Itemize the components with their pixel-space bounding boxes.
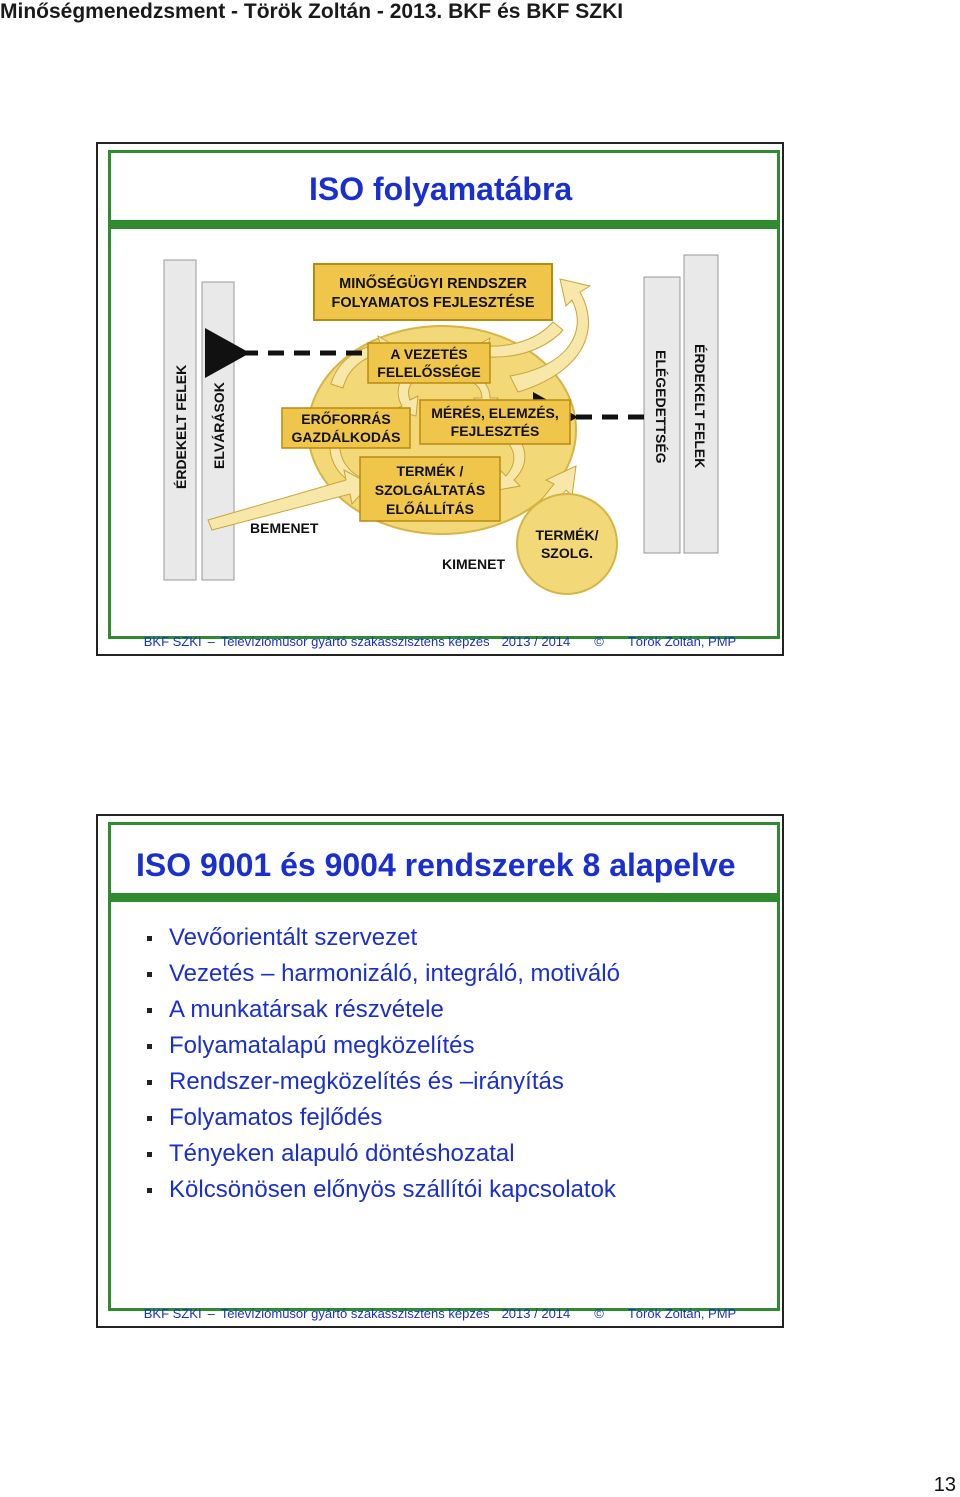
right-inner-label: ELÉGEDETTSÉG bbox=[653, 350, 669, 464]
page-number: 13 bbox=[933, 1474, 956, 1496]
output-product-circle bbox=[516, 493, 618, 595]
slide-frame: ISO 9001 és 9004 rendszerek 8 alapelve V… bbox=[108, 822, 780, 1311]
principle-item: Rendszer-megközelítés és –irányítás bbox=[141, 1064, 620, 1100]
principle-item: Vevőorientált szervezet bbox=[141, 920, 620, 956]
footer-copyright: © bbox=[594, 1306, 604, 1321]
slide-title: ISO folyamatábra bbox=[309, 171, 573, 207]
input-label: BEMENET bbox=[250, 520, 319, 536]
qms-line1: MINŐSÉGÜGYI RENDSZER bbox=[339, 274, 527, 292]
principle-item: Kölcsönösen előnyös szállítói kapcsolato… bbox=[141, 1172, 620, 1208]
footer-school: BKF SZKI bbox=[143, 634, 202, 649]
principle-item: Folyamatos fejlődés bbox=[141, 1100, 620, 1136]
footer-school: BKF SZKI bbox=[143, 1306, 202, 1321]
footer-dash: – bbox=[207, 1306, 215, 1321]
left-inner-label: ELVÁRÁSOK bbox=[211, 382, 227, 469]
output-label: KIMENET bbox=[442, 556, 505, 572]
product-line1: TERMÉK / bbox=[397, 463, 464, 479]
right-outer-label: ÉRDEKELT FELEK bbox=[692, 344, 708, 468]
right-outer-pillar bbox=[683, 254, 719, 554]
iso-process-diagram: ÉRDEKELT FELEK ELVÁRÁSOK ELÉGEDETTSÉG ÉR… bbox=[163, 254, 719, 595]
product-realization-box bbox=[359, 456, 501, 522]
resource-line2: GAZDÁLKODÁS bbox=[292, 429, 401, 445]
qms-improvement-box bbox=[313, 263, 553, 321]
product-line3: ELŐÁLLÍTÁS bbox=[386, 500, 474, 517]
footer-course: Televízióműsor gyártó szakasszisztens ké… bbox=[220, 634, 490, 649]
footer-dash: – bbox=[207, 634, 215, 649]
left-outer-pillar bbox=[163, 259, 197, 581]
slide-footer: BKF SZKI–Televízióműsor gyártó szakasszi… bbox=[98, 634, 782, 649]
improvement-arrow-up bbox=[509, 278, 592, 393]
measurement-line2: FEJLESZTÉS bbox=[451, 423, 540, 439]
output-circle-line2: SZOLG. bbox=[541, 545, 593, 561]
output-circle-line1: TERMÉK/ bbox=[536, 527, 599, 543]
slide-frame: ISO folyamatábra bbox=[108, 150, 780, 639]
footer-year: 2013 / 2014 bbox=[501, 634, 571, 649]
slide-title: ISO 9001 és 9004 rendszerek 8 alapelve bbox=[136, 847, 736, 883]
footer-course: Televízióműsor gyártó szakasszisztens ké… bbox=[220, 1306, 490, 1321]
principle-item: Tényeken alapuló döntéshozatal bbox=[141, 1136, 620, 1172]
management-line1: A VEZETÉS bbox=[390, 346, 467, 362]
qms-line2: FOLYAMATOS FEJLESZTÉSE bbox=[331, 294, 534, 311]
slide-iso-flowchart: ISO folyamatábra ÉRDEKELT FELEK ELVÁRÁSO… bbox=[96, 142, 784, 656]
resource-box bbox=[281, 407, 411, 449]
left-outer-label: ÉRDEKELT FELEK bbox=[173, 365, 189, 489]
resource-line1: ERŐFORRÁS bbox=[301, 410, 390, 427]
slide-footer: BKF SZKI–Televízióműsor gyártó szakasszi… bbox=[98, 1306, 782, 1321]
footer-author: Török Zoltán, PMP bbox=[627, 1306, 737, 1321]
right-inner-pillar bbox=[643, 276, 681, 554]
product-line2: SZOLGÁLTATÁS bbox=[375, 482, 485, 498]
page-header: Minőségmenedzsment - Török Zoltán - 2013… bbox=[0, 0, 624, 23]
management-box bbox=[367, 342, 491, 384]
footer-author: Török Zoltán, PMP bbox=[627, 634, 737, 649]
title-rule bbox=[108, 893, 780, 902]
principle-item: Folyamatalapú megközelítés bbox=[141, 1028, 620, 1064]
measurement-box bbox=[419, 399, 571, 445]
principle-item: Vezetés – harmonizáló, integráló, motivá… bbox=[141, 956, 620, 992]
footer-copyright: © bbox=[594, 634, 604, 649]
slide-iso-principles: ISO 9001 és 9004 rendszerek 8 alapelve V… bbox=[96, 814, 784, 1328]
measurement-line1: MÉRÉS, ELEMZÉS, bbox=[431, 405, 559, 421]
footer-year: 2013 / 2014 bbox=[501, 1306, 571, 1321]
title-rule bbox=[108, 220, 780, 229]
management-line2: FELELŐSSÉGE bbox=[377, 363, 480, 380]
principle-item: A munkatársak részvétele bbox=[141, 992, 620, 1028]
